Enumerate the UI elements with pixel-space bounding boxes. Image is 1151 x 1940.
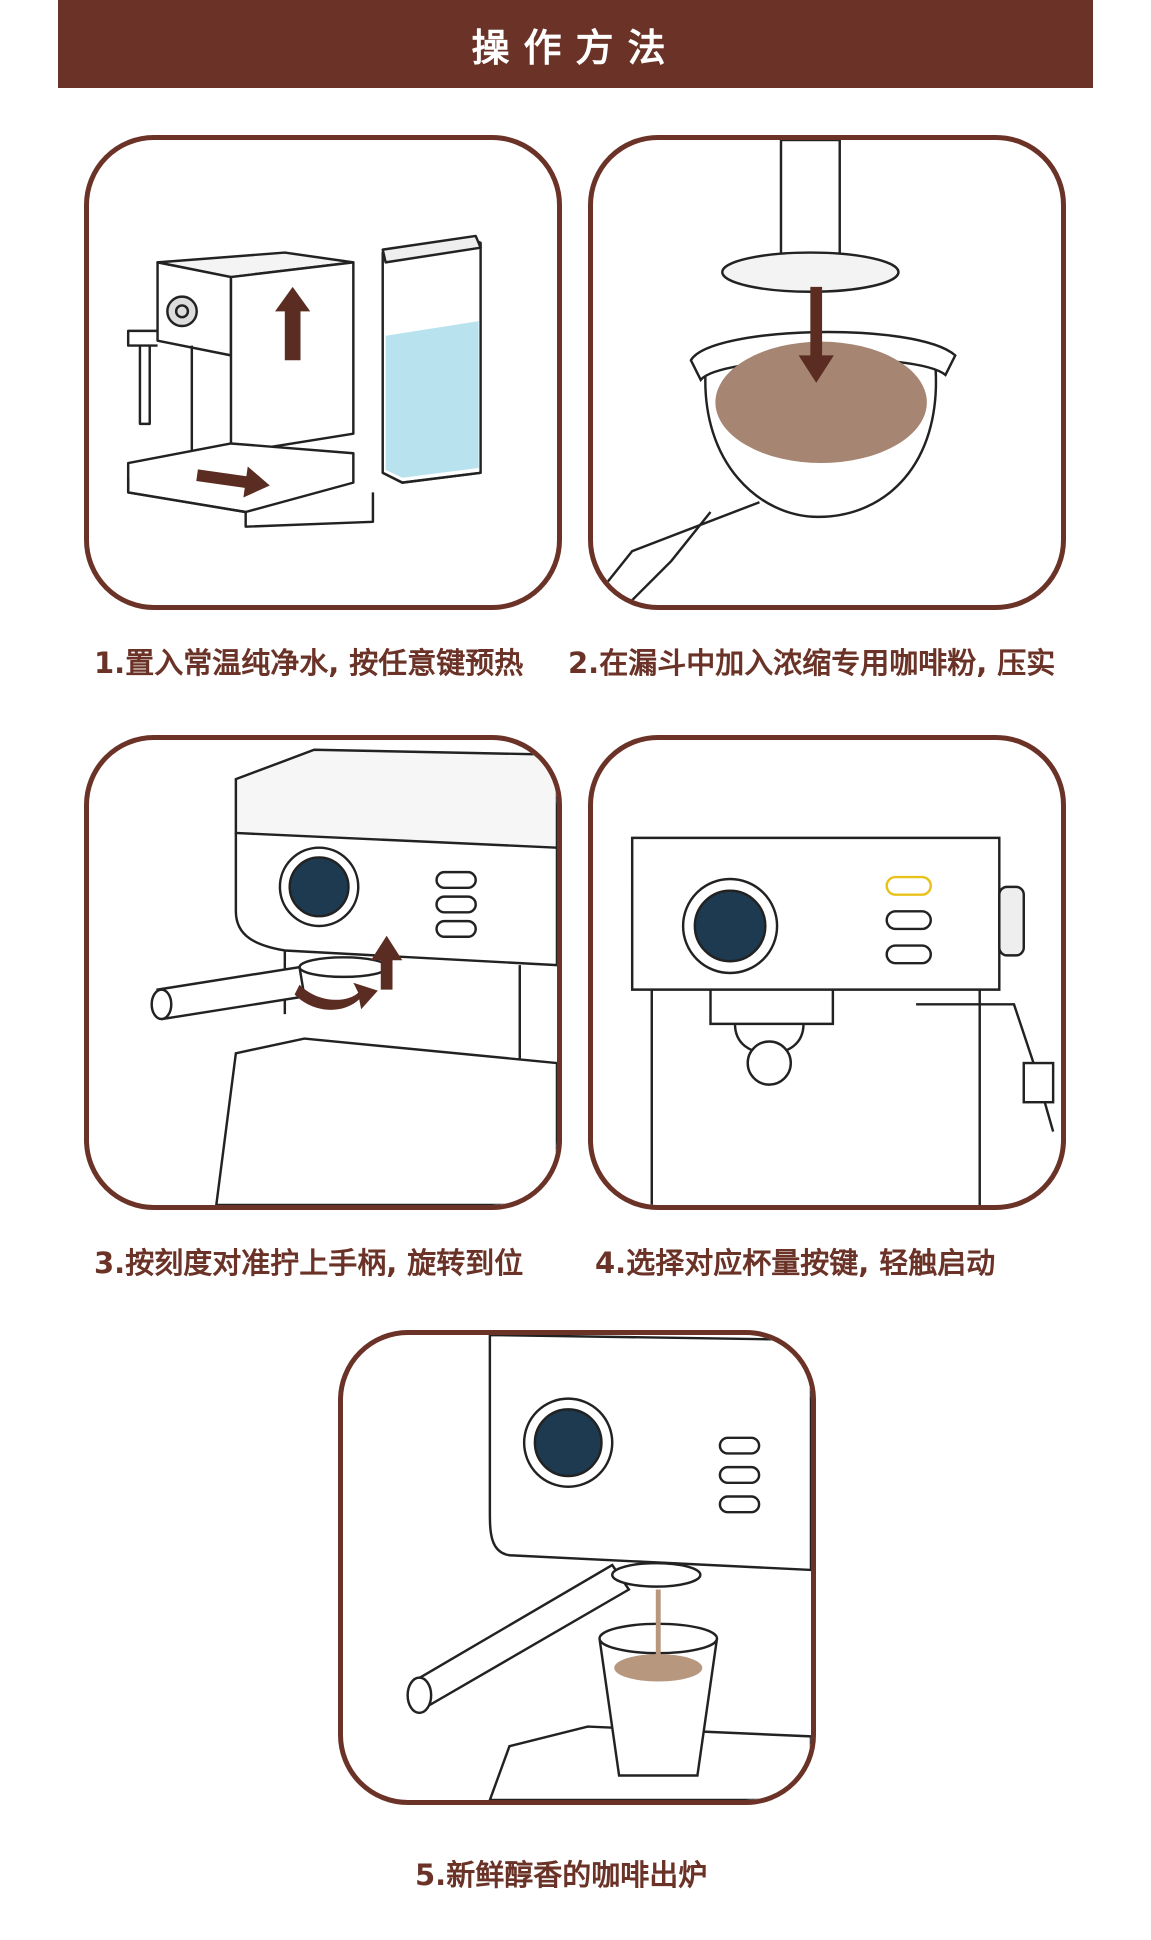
machine-water-tank-drawing bbox=[126, 234, 482, 528]
step-2-illustration bbox=[588, 135, 1066, 610]
step-5-illustration bbox=[338, 1330, 816, 1805]
step-4-illustration bbox=[588, 735, 1066, 1210]
control-panel-drawing bbox=[630, 836, 1055, 1205]
step-2-caption: 2.在漏斗中加入浓缩专用咖啡粉, 压实 bbox=[568, 646, 1056, 680]
step-1-illustration bbox=[84, 135, 562, 610]
up-arrow-icon bbox=[370, 935, 403, 990]
up-arrow-icon bbox=[275, 286, 311, 361]
step-3-caption: 3.按刻度对准拧上手柄, 旋转到位 bbox=[94, 1246, 524, 1280]
lock-portafilter-drawing bbox=[150, 748, 557, 1205]
coffee-liquid bbox=[614, 1654, 703, 1682]
right-arrow-icon bbox=[196, 466, 270, 498]
step-4-caption: 4.选择对应杯量按键, 轻触启动 bbox=[595, 1246, 996, 1280]
rotate-arrow-icon bbox=[294, 982, 378, 1010]
page-title: 操作方法 bbox=[471, 25, 680, 70]
coffee-brewing-drawing bbox=[406, 1335, 811, 1800]
step-1-caption: 1.置入常温纯净水, 按任意键预热 bbox=[94, 646, 524, 680]
page-header: 操作方法 bbox=[58, 0, 1093, 88]
down-arrow-icon bbox=[798, 286, 834, 383]
step-3-illustration bbox=[84, 735, 562, 1210]
step-5-caption: 5.新鲜醇香的咖啡出炉 bbox=[415, 1858, 708, 1892]
tamping-grounds-drawing bbox=[593, 140, 957, 601]
